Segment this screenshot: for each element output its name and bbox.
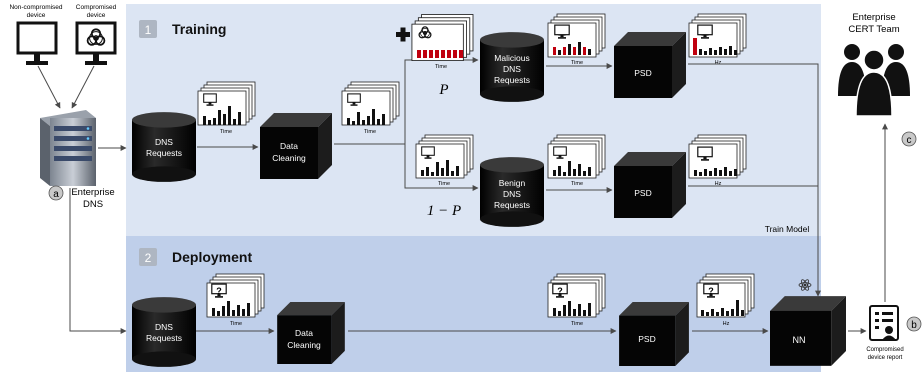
nn-label: NN <box>793 335 806 345</box>
marker-b: b <box>906 316 922 332</box>
enterprise-dns-label-1: Enterprise <box>71 187 114 198</box>
train-model-label: Train Model <box>765 224 810 234</box>
hz-label: Hz <box>715 60 722 66</box>
training-title: Training <box>172 21 226 37</box>
cert-label-2: CERT Team <box>848 24 899 35</box>
training-header: 1 Training <box>139 20 226 38</box>
time-label: Time <box>571 321 583 327</box>
training-dns-requests-cylinder <box>132 112 196 182</box>
hz-bars <box>694 167 737 176</box>
benign-psd-label: PSD <box>634 188 651 198</box>
malicious-mixed-card <box>547 13 606 58</box>
monitor-icon <box>16 21 58 65</box>
time-label: Time <box>571 60 583 66</box>
enterprise-dns-label-2: DNS <box>83 199 103 210</box>
non-compromised-label-1: Non-compromised <box>9 4 62 11</box>
time-bars <box>212 301 250 316</box>
training-data-cleaning-label-1: Data <box>280 141 298 151</box>
malicious-label-2: DNS <box>503 64 521 74</box>
non-compromised-device: Non-compromised device <box>9 4 63 65</box>
report-label-1: Compromised <box>866 347 903 353</box>
deployment-dns-label-1: DNS <box>155 322 173 332</box>
nn-cube <box>770 296 846 366</box>
malicious-psd-label: PSD <box>634 68 651 78</box>
one-minus-p-label: 1 − P <box>427 203 461 219</box>
compromised-label-1: Compromised <box>76 4 117 11</box>
deployment-dns-requests-cylinder <box>132 297 196 367</box>
hz-bars <box>701 300 744 316</box>
mixed-time-bars <box>553 42 591 55</box>
question-mark-icon: ? <box>552 283 568 299</box>
benign-psd-cube <box>614 152 686 218</box>
training-number: 1 <box>145 23 152 37</box>
hz-label: Hz <box>715 181 722 187</box>
svg-text:?: ? <box>557 286 563 296</box>
benign-mid-card <box>547 134 606 179</box>
marker-c-text: c <box>907 135 912 146</box>
report-label-2: device report <box>868 355 903 361</box>
benign-label-1: Benign <box>499 178 526 188</box>
malicious-hz-card <box>688 13 747 58</box>
time-label: Time <box>230 321 242 327</box>
svg-text:?: ? <box>708 286 714 296</box>
question-mark-icon: ? <box>703 283 719 299</box>
time-label: Time <box>220 129 232 135</box>
training-dns-label-2: Requests <box>146 148 182 158</box>
time-bars <box>203 106 241 125</box>
benign-time-card <box>415 134 474 179</box>
benign-label-2: DNS <box>503 189 521 199</box>
deployment-data-cleaning-label-1: Data <box>295 328 313 338</box>
question-mark-icon: ? <box>211 283 227 299</box>
hz-label: Hz <box>723 321 730 327</box>
deployment-psd-label: PSD <box>638 334 655 344</box>
marker-a: a <box>48 185 64 201</box>
p-label: P <box>438 82 448 98</box>
benign-label-3: Requests <box>494 200 530 210</box>
report-icon <box>869 305 899 341</box>
compromised-device: Compromised device <box>75 4 117 65</box>
malicious-psd-cube <box>614 32 686 98</box>
training-dns-label-1: DNS <box>155 137 173 147</box>
server-icon <box>40 110 96 186</box>
atom-icon <box>798 279 812 291</box>
malicious-label-1: Malicious <box>494 53 529 63</box>
deployment-hz-card <box>696 273 755 318</box>
time-bars <box>421 160 459 176</box>
time-label: Time <box>435 64 447 70</box>
people-icon <box>838 44 910 117</box>
deployment-dns-label-2: Requests <box>146 333 182 343</box>
deployment-title: Deployment <box>172 249 252 265</box>
deployment-number: 2 <box>145 251 152 265</box>
svg-text:?: ? <box>216 286 222 296</box>
marker-c: c <box>901 131 917 147</box>
marker-b-text: b <box>911 320 917 331</box>
time-label: Time <box>571 181 583 187</box>
time-label: Time <box>438 181 450 187</box>
training-time-card-2 <box>341 81 400 126</box>
compromised-label-2: device <box>87 12 106 19</box>
deployment-number-badge <box>139 248 157 266</box>
malicious-time-bars <box>417 50 463 58</box>
time-bars <box>553 301 591 316</box>
training-data-cleaning-label-2: Cleaning <box>272 153 306 163</box>
malicious-label-3: Requests <box>494 75 530 85</box>
time-bars <box>347 109 385 125</box>
time-label: Time <box>364 129 376 135</box>
non-compromised-label-2: device <box>27 12 46 19</box>
training-time-card-1 <box>197 81 256 126</box>
plus-icon <box>396 27 410 42</box>
training-number-badge <box>139 20 157 38</box>
deployment-header: 2 Deployment <box>139 248 252 266</box>
marker-a-text: a <box>53 189 59 200</box>
deployment-data-cleaning-label-2: Cleaning <box>287 340 321 350</box>
hz-bars <box>693 38 737 55</box>
monitor-icon <box>75 21 117 65</box>
time-bars <box>553 161 591 176</box>
cert-label-1: Enterprise <box>852 12 895 23</box>
